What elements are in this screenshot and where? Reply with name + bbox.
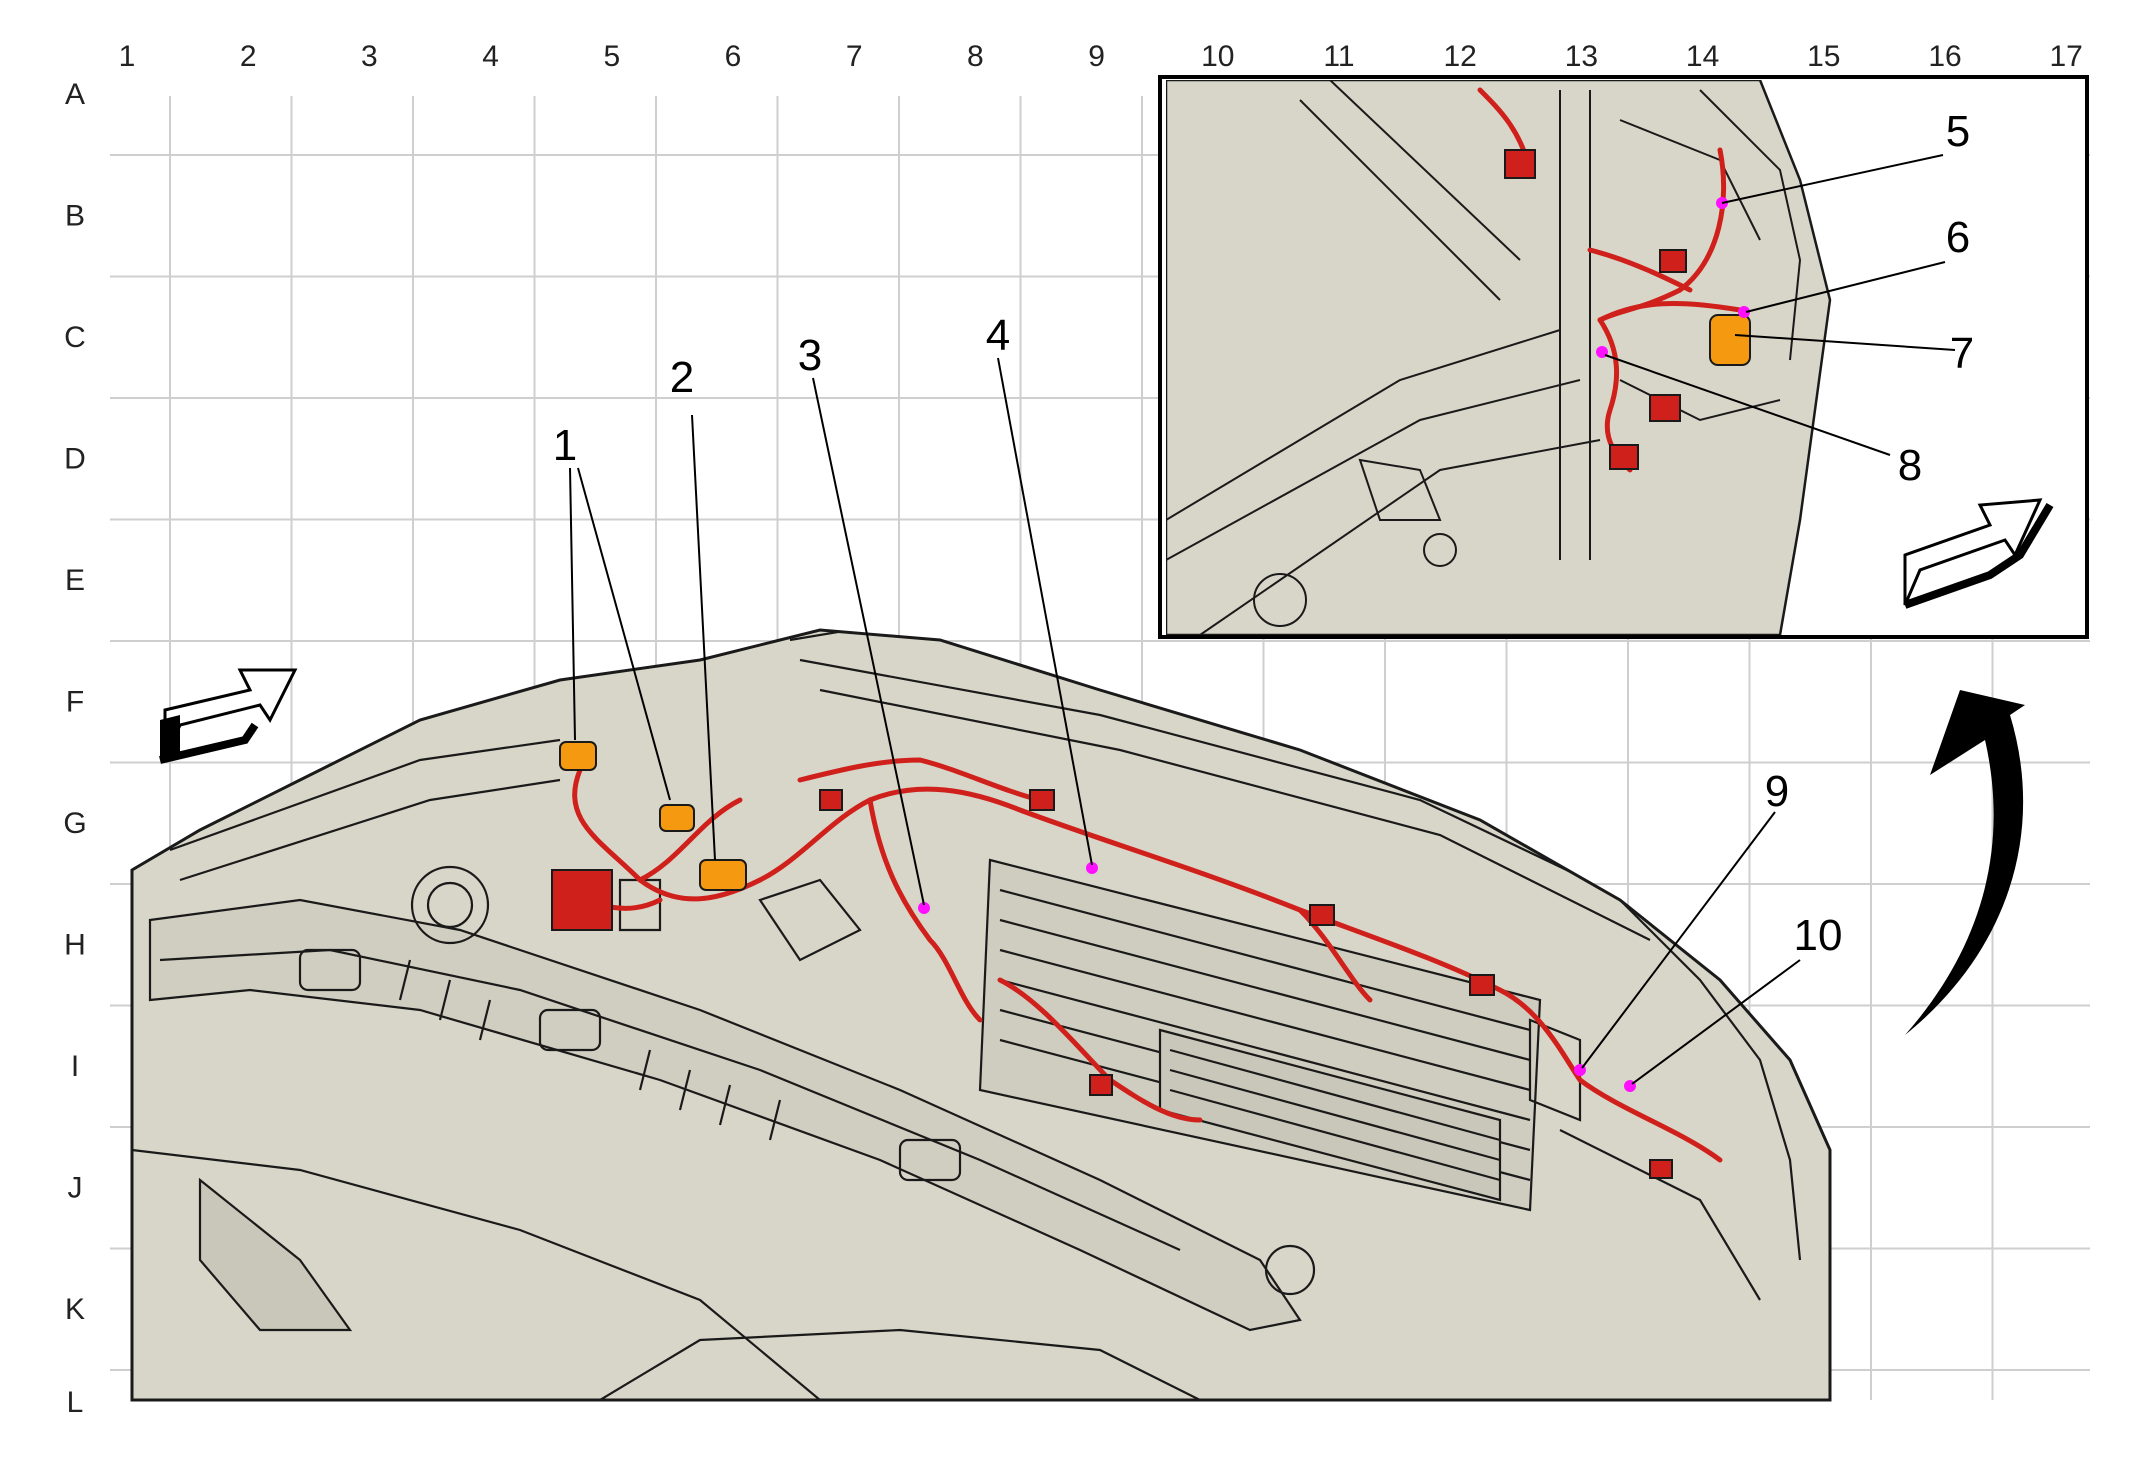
callout-3: 3: [798, 331, 822, 380]
column-label-9: 9: [1088, 40, 1105, 73]
direction-arrow-icon: [159, 668, 298, 764]
rotate-view-arrow-icon: [1905, 690, 2025, 1035]
row-label-K: K: [65, 1293, 85, 1326]
row-label-I: I: [71, 1050, 79, 1083]
column-label-2: 2: [240, 40, 257, 73]
column-label-16: 16: [1928, 40, 1961, 73]
callout-9: 9: [1765, 767, 1789, 816]
column-label-6: 6: [725, 40, 742, 73]
row-label-D: D: [64, 443, 86, 476]
row-label-H: H: [64, 929, 86, 962]
callout-1: 1: [553, 421, 577, 470]
column-label-5: 5: [603, 40, 620, 73]
row-label-L: L: [67, 1386, 84, 1419]
column-label-15: 15: [1807, 40, 1840, 73]
column-label-8: 8: [967, 40, 984, 73]
row-label-A: A: [65, 78, 85, 111]
column-label-3: 3: [361, 40, 378, 73]
row-label-C: C: [64, 321, 86, 354]
column-label-7: 7: [846, 40, 863, 73]
column-label-12: 12: [1444, 40, 1477, 73]
column-label-10: 10: [1201, 40, 1234, 73]
column-label-1: 1: [119, 40, 136, 73]
column-label-13: 13: [1565, 40, 1598, 73]
vehicle-body: [130, 628, 1832, 1402]
connectors: [551, 741, 1673, 1179]
callout-2: 2: [670, 353, 694, 402]
column-label-17: 17: [2050, 40, 2083, 73]
callout-10: 10: [1794, 911, 1843, 960]
column-label-11: 11: [1323, 40, 1354, 73]
row-label-E: E: [65, 564, 85, 597]
callout-7: 7: [1950, 329, 1974, 378]
row-label-F: F: [66, 686, 84, 719]
callout-8: 8: [1898, 441, 1922, 490]
callout-5: 5: [1946, 107, 1970, 156]
row-label-G: G: [63, 807, 86, 840]
main-engine-bay-view: [130, 628, 1832, 1402]
row-labels: A B C D E F G H I J K L: [63, 78, 86, 1419]
callout-6: 6: [1946, 213, 1970, 262]
direction-arrow-icon: [1903, 498, 2054, 609]
column-label-4: 4: [482, 40, 499, 73]
column-label-14: 14: [1686, 40, 1719, 73]
row-label-B: B: [65, 200, 85, 233]
row-label-J: J: [68, 1172, 83, 1205]
inset-detail-view: [1158, 75, 2089, 639]
callout-labels: 1 2 3 4 5 6 7 8 9 10: [553, 107, 1974, 960]
callout-4: 4: [986, 311, 1010, 360]
callout-leaders: [569, 154, 1956, 1085]
